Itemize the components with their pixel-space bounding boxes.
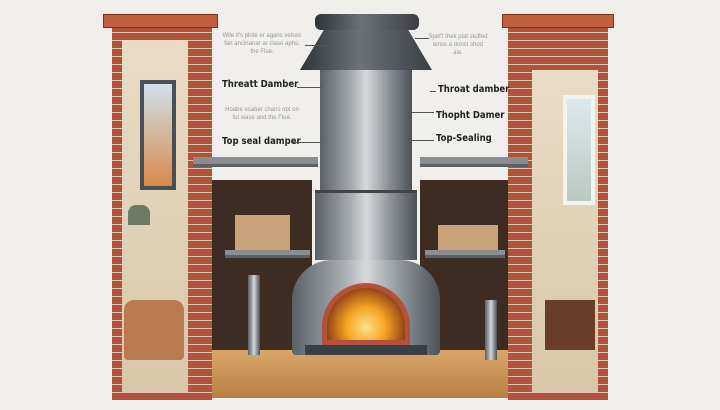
boxes-right xyxy=(438,225,498,250)
armchair xyxy=(124,300,184,360)
chimney-hood xyxy=(300,30,432,70)
bookshelf xyxy=(545,300,595,350)
boxes-left xyxy=(235,215,290,250)
leader-line xyxy=(408,140,434,141)
left-window xyxy=(140,80,176,190)
left-chimney-cap xyxy=(103,14,218,28)
right-upper-ledge xyxy=(420,157,528,167)
leader-line xyxy=(297,87,322,88)
left-note-top: Wile it's plote er agans velses fan anci… xyxy=(222,33,302,55)
left-shelf xyxy=(225,250,310,258)
label-throat-damber: Throat damber xyxy=(438,84,510,95)
leader-line xyxy=(293,142,321,143)
leader-line xyxy=(408,112,434,113)
leader-line xyxy=(430,91,436,92)
pipe-left xyxy=(248,275,260,355)
leader-line xyxy=(415,38,429,39)
fireplace-opening xyxy=(322,283,410,345)
label-top-sealing: Top-Sealing xyxy=(436,133,492,144)
stove-platform xyxy=(305,345,427,355)
left-upper-ledge xyxy=(193,157,318,167)
left-note-mid: Hoabe esaber chans opt on fut wase and t… xyxy=(225,107,299,121)
chimney-top-cap xyxy=(315,14,419,30)
label-thopht-damer: Thopht Damer xyxy=(436,110,505,121)
pipe-right xyxy=(485,300,497,360)
label-top-seal-damper: Top seal damper xyxy=(222,136,301,147)
floor xyxy=(205,350,515,398)
damper-section xyxy=(315,190,417,260)
right-chimney-cap xyxy=(502,14,614,28)
label-threatt-damber: Threatt Damber xyxy=(222,79,299,90)
right-shelf xyxy=(425,250,505,258)
lamp xyxy=(128,205,150,225)
right-note-top: Spef't thek plat stuffed lenss a donst s… xyxy=(428,34,488,56)
flue-cylinder xyxy=(320,70,412,190)
leader-line xyxy=(305,45,327,46)
right-window xyxy=(563,95,595,205)
